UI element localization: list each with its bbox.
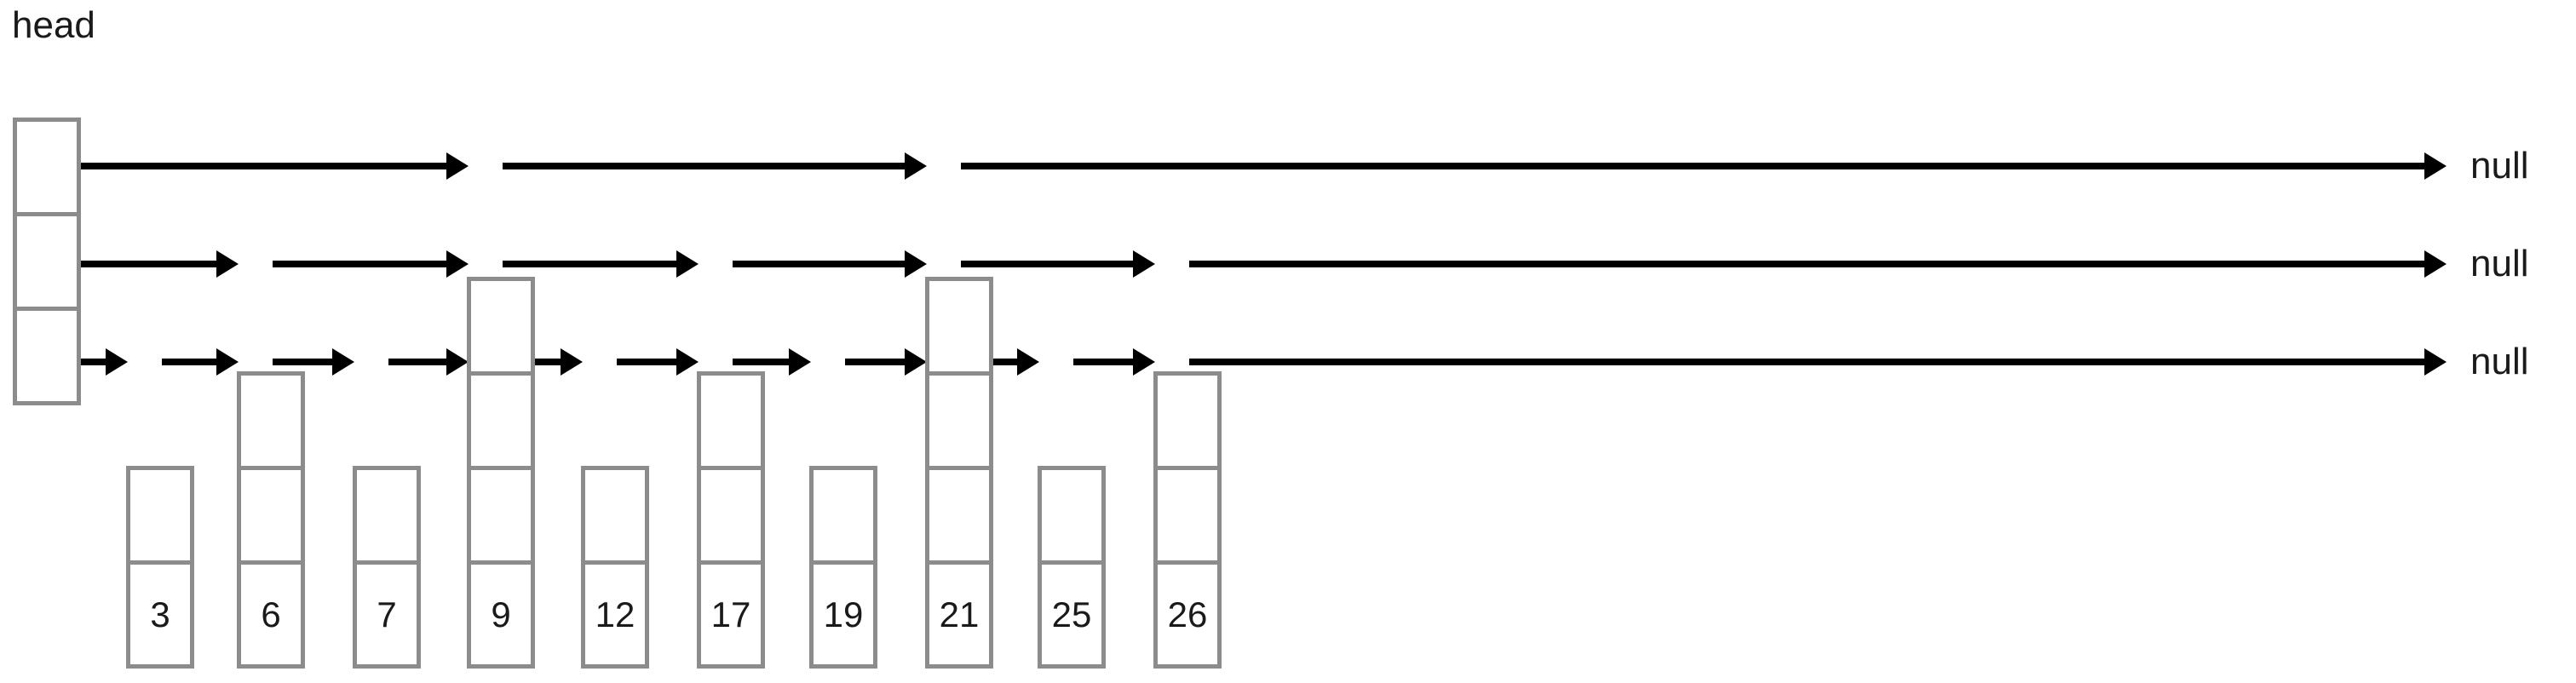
pointer-arrow-level-1-head xyxy=(2424,348,2447,376)
skip-list-node[interactable]: 12 xyxy=(581,466,649,669)
skip-list-node[interactable]: 21 xyxy=(925,277,993,669)
node-value-cell: 19 xyxy=(809,560,877,669)
node-pointer-cell-level-2 xyxy=(237,371,305,470)
pointer-arrow-level-2-head xyxy=(676,250,699,278)
skip-list-node[interactable]: 17 xyxy=(697,371,765,669)
node-pointer-cell-level-1 xyxy=(925,466,993,565)
node-pointer-cell-level-1 xyxy=(126,466,194,565)
pointer-arrow-level-1 xyxy=(845,359,906,365)
pointer-arrow-level-3 xyxy=(961,163,2426,169)
node-value-cell: 21 xyxy=(925,560,993,669)
pointer-arrow-level-1-head xyxy=(676,348,699,376)
pointer-arrow-level-1-head xyxy=(216,348,239,376)
node-value-cell: 7 xyxy=(353,560,421,669)
pointer-arrow-level-1-head xyxy=(446,348,469,376)
node-value-cell: 26 xyxy=(1153,560,1222,669)
skip-list-node[interactable]: 25 xyxy=(1038,466,1106,669)
node-value-cell: 12 xyxy=(581,560,649,669)
head-pointer-cell-level-3 xyxy=(13,118,81,216)
node-pointer-cell-level-3 xyxy=(925,277,993,376)
node-pointer-cell-level-1 xyxy=(697,466,765,565)
node-pointer-cell-level-2 xyxy=(697,371,765,470)
skip-list-node[interactable]: 9 xyxy=(467,277,535,669)
pointer-arrow-level-1 xyxy=(617,359,678,365)
node-pointer-cell-level-2 xyxy=(1153,371,1222,470)
node-value-cell: 25 xyxy=(1038,560,1106,669)
node-pointer-cell-level-1 xyxy=(353,466,421,565)
node-pointer-cell-level-1 xyxy=(809,466,877,565)
pointer-arrow-level-2-head xyxy=(2424,250,2447,278)
pointer-arrow-level-1 xyxy=(388,359,448,365)
pointer-arrow-level-3-head xyxy=(2424,152,2447,180)
pointer-arrow-level-1-head xyxy=(905,348,927,376)
node-pointer-cell-level-1 xyxy=(467,466,535,565)
pointer-arrow-level-2-head xyxy=(216,250,239,278)
pointer-arrow-level-2 xyxy=(273,261,448,267)
pointer-arrow-level-2-head xyxy=(1133,250,1155,278)
pointer-arrow-level-1-head xyxy=(1017,348,1039,376)
pointer-arrow-level-2-head xyxy=(446,250,469,278)
pointer-arrow-level-2 xyxy=(49,261,218,267)
node-value-cell: 9 xyxy=(467,560,535,669)
pointer-arrow-level-1-head xyxy=(1133,348,1155,376)
pointer-arrow-level-3 xyxy=(503,163,906,169)
node-pointer-cell-level-1 xyxy=(237,466,305,565)
node-value-cell: 17 xyxy=(697,560,765,669)
node-pointer-cell-level-2 xyxy=(925,371,993,470)
head-pointer-cell-level-2 xyxy=(13,212,81,311)
node-pointer-cell-level-1 xyxy=(581,466,649,565)
null-terminator-label: null xyxy=(2470,145,2529,187)
pointer-arrow-level-1-head xyxy=(789,348,811,376)
pointer-arrow-level-3 xyxy=(49,163,448,169)
skip-list-node[interactable]: 26 xyxy=(1153,371,1222,669)
node-pointer-cell-level-2 xyxy=(467,371,535,470)
node-value-cell: 3 xyxy=(126,560,194,669)
pointer-arrow-level-1 xyxy=(1189,359,2426,365)
pointer-arrow-level-2-head xyxy=(905,250,927,278)
skip-list-node[interactable]: 7 xyxy=(353,466,421,669)
pointer-arrow-level-3-head xyxy=(905,152,927,180)
pointer-arrow-level-3-head xyxy=(446,152,469,180)
pointer-arrow-level-1 xyxy=(733,359,791,365)
skip-list-node[interactable]: 19 xyxy=(809,466,877,669)
head-label: head xyxy=(12,4,95,46)
pointer-arrow-level-1-head xyxy=(332,348,354,376)
pointer-arrow-level-2 xyxy=(961,261,1135,267)
skip-list-node[interactable]: 3 xyxy=(126,466,194,669)
pointer-arrow-level-2 xyxy=(733,261,906,267)
node-pointer-cell-level-1 xyxy=(1153,466,1222,565)
pointer-arrow-level-2 xyxy=(503,261,678,267)
pointer-arrow-level-1-head xyxy=(561,348,583,376)
null-terminator-label: null xyxy=(2470,341,2529,382)
pointer-arrow-level-1 xyxy=(162,359,218,365)
node-pointer-cell-level-1 xyxy=(1038,466,1106,565)
pointer-arrow-level-1 xyxy=(1073,359,1135,365)
pointer-arrow-level-1 xyxy=(273,359,334,365)
node-pointer-cell-level-3 xyxy=(467,277,535,376)
skip-list-node[interactable]: 6 xyxy=(237,371,305,669)
head-pointer-cell-level-1 xyxy=(13,307,81,405)
pointer-arrow-level-1-head xyxy=(106,348,128,376)
pointer-arrow-level-2 xyxy=(1189,261,2426,267)
node-value-cell: 6 xyxy=(237,560,305,669)
null-terminator-label: null xyxy=(2470,243,2529,284)
head-node[interactable] xyxy=(13,118,81,405)
